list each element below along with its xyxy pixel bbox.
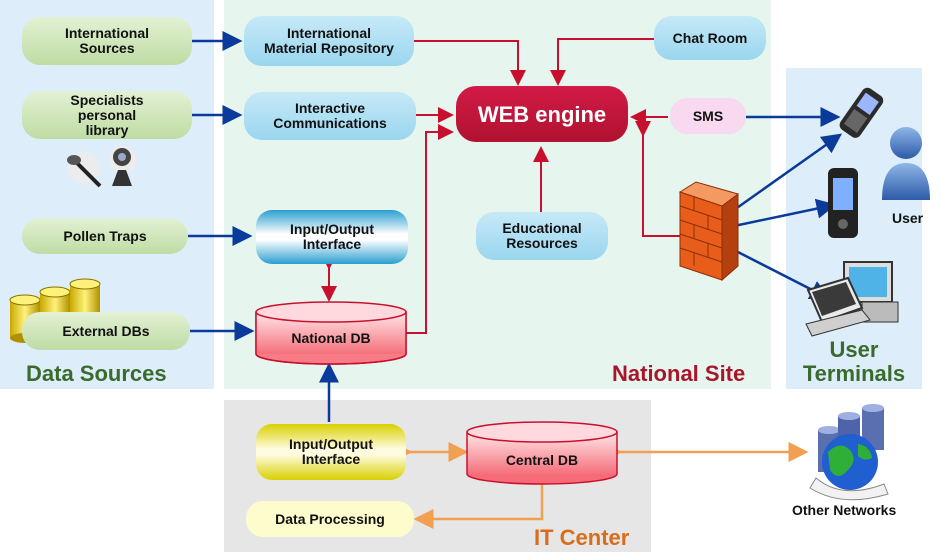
user-label: User: [892, 210, 924, 226]
web-engine-label: WEB engine: [477, 101, 607, 127]
educational-resources-label: Educational Resources: [502, 220, 582, 251]
specialists-library-label: Specialists personal library: [70, 91, 144, 138]
central-db-label: Central DB: [505, 451, 579, 468]
data-processing-node: Data Processing: [246, 501, 414, 537]
interactive-communications-label: Interactive Communications: [273, 100, 387, 131]
sms-label: SMS: [692, 107, 724, 124]
international-sources-label: International Sources: [64, 25, 149, 56]
chat-room-label: Chat Room: [672, 29, 748, 46]
io-interface-it-node: Input/Output Interface: [256, 424, 406, 480]
it-center-title: IT Center: [534, 525, 630, 550]
microphone-webcam-icon: [67, 146, 137, 188]
arrow-natdb-web: [406, 124, 454, 334]
firewall-icon: [678, 181, 740, 282]
national-site-title: National Site: [612, 361, 746, 386]
mobile-phone-icon: [839, 87, 884, 138]
interactive-communications-node: Interactive Communications: [244, 92, 416, 140]
web-engine-node: WEB engine: [456, 86, 628, 142]
pda-icon: [828, 168, 858, 238]
external-dbs-label: External DBs: [62, 322, 150, 339]
external-dbs-node: External DBs: [22, 312, 190, 350]
arrow-firewall-pda: [733, 198, 837, 228]
io-interface-it-label: Input/Output Interface: [289, 436, 373, 467]
central-db-cylinder: [466, 421, 618, 485]
international-sources-node: International Sources: [22, 17, 192, 65]
arrow-repo-web: [414, 40, 526, 86]
national-db-cylinder: [255, 301, 407, 365]
sms-node: SMS: [670, 98, 746, 134]
arrow-firewall-phone: [733, 133, 843, 212]
user-person-icon: [882, 127, 930, 200]
other-networks-label: Other Networks: [792, 502, 897, 518]
user-terminals-title: User Terminals: [802, 337, 906, 386]
intl-material-repository-node: International Material Repository: [244, 16, 414, 66]
arrow-central-processing: [413, 464, 552, 529]
data-sources-title: Data Sources: [26, 361, 167, 386]
arrow-chat-web: [550, 38, 654, 86]
chat-room-node: Chat Room: [654, 16, 766, 60]
arrow-web-firewall: [635, 121, 696, 244]
central-db-node: Central DB: [467, 440, 617, 480]
laptop-desktop-icon: [805, 261, 899, 337]
national-db-label: National DB: [291, 329, 371, 346]
io-interface-national-node: Input/Output Interface: [256, 210, 408, 264]
data-processing-label: Data Processing: [275, 510, 385, 527]
pollen-traps-node: Pollen Traps: [22, 218, 188, 254]
national-db-node: National DB: [256, 318, 406, 358]
specialists-library-node: Specialists personal library: [22, 91, 192, 139]
intl-material-repository-label: International Material Repository: [264, 25, 394, 56]
pollen-traps-label: Pollen Traps: [63, 227, 147, 244]
io-interface-national-label: Input/Output Interface: [290, 221, 374, 252]
globe-network-icon: [809, 404, 889, 501]
educational-resources-node: Educational Resources: [476, 212, 608, 260]
